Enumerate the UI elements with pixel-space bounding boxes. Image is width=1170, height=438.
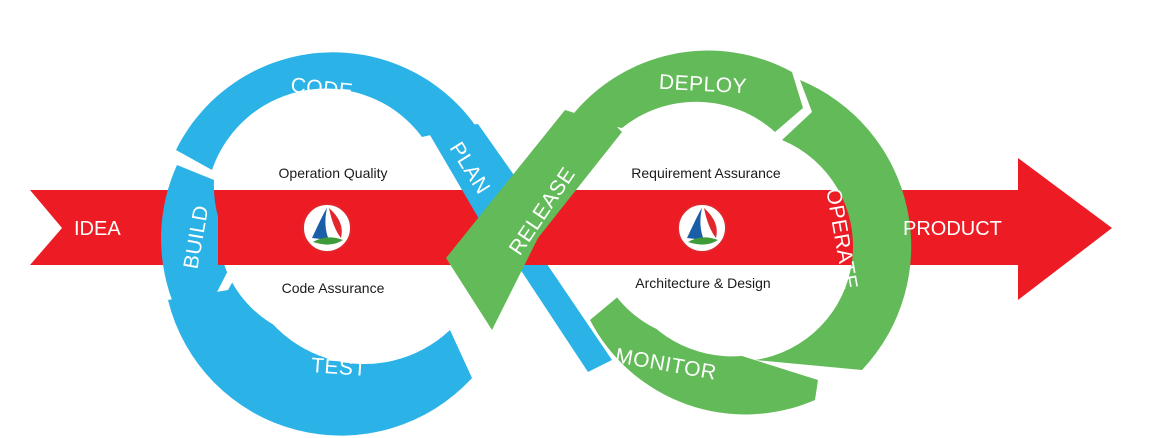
deploy-segment xyxy=(570,50,803,132)
idea-label: IDEA xyxy=(74,218,121,240)
code-assurance-label: Code Assurance xyxy=(282,280,385,296)
code-segment xyxy=(176,52,475,170)
release-segment xyxy=(446,110,622,330)
operate-segment xyxy=(755,80,912,370)
operation-quality-label: Operation Quality xyxy=(279,165,388,181)
test-label: TEST xyxy=(310,354,367,381)
deploy-label: DEPLOY xyxy=(658,71,747,99)
architecture-design-label: Architecture & Design xyxy=(635,275,770,291)
build-segment xyxy=(161,165,236,300)
product-label: PRODUCT xyxy=(903,218,1002,240)
requirement-assurance-label: Requirement Assurance xyxy=(631,165,781,181)
test-segment xyxy=(168,265,472,436)
left-logo-icon xyxy=(302,203,352,253)
right-logo-icon xyxy=(677,203,727,253)
